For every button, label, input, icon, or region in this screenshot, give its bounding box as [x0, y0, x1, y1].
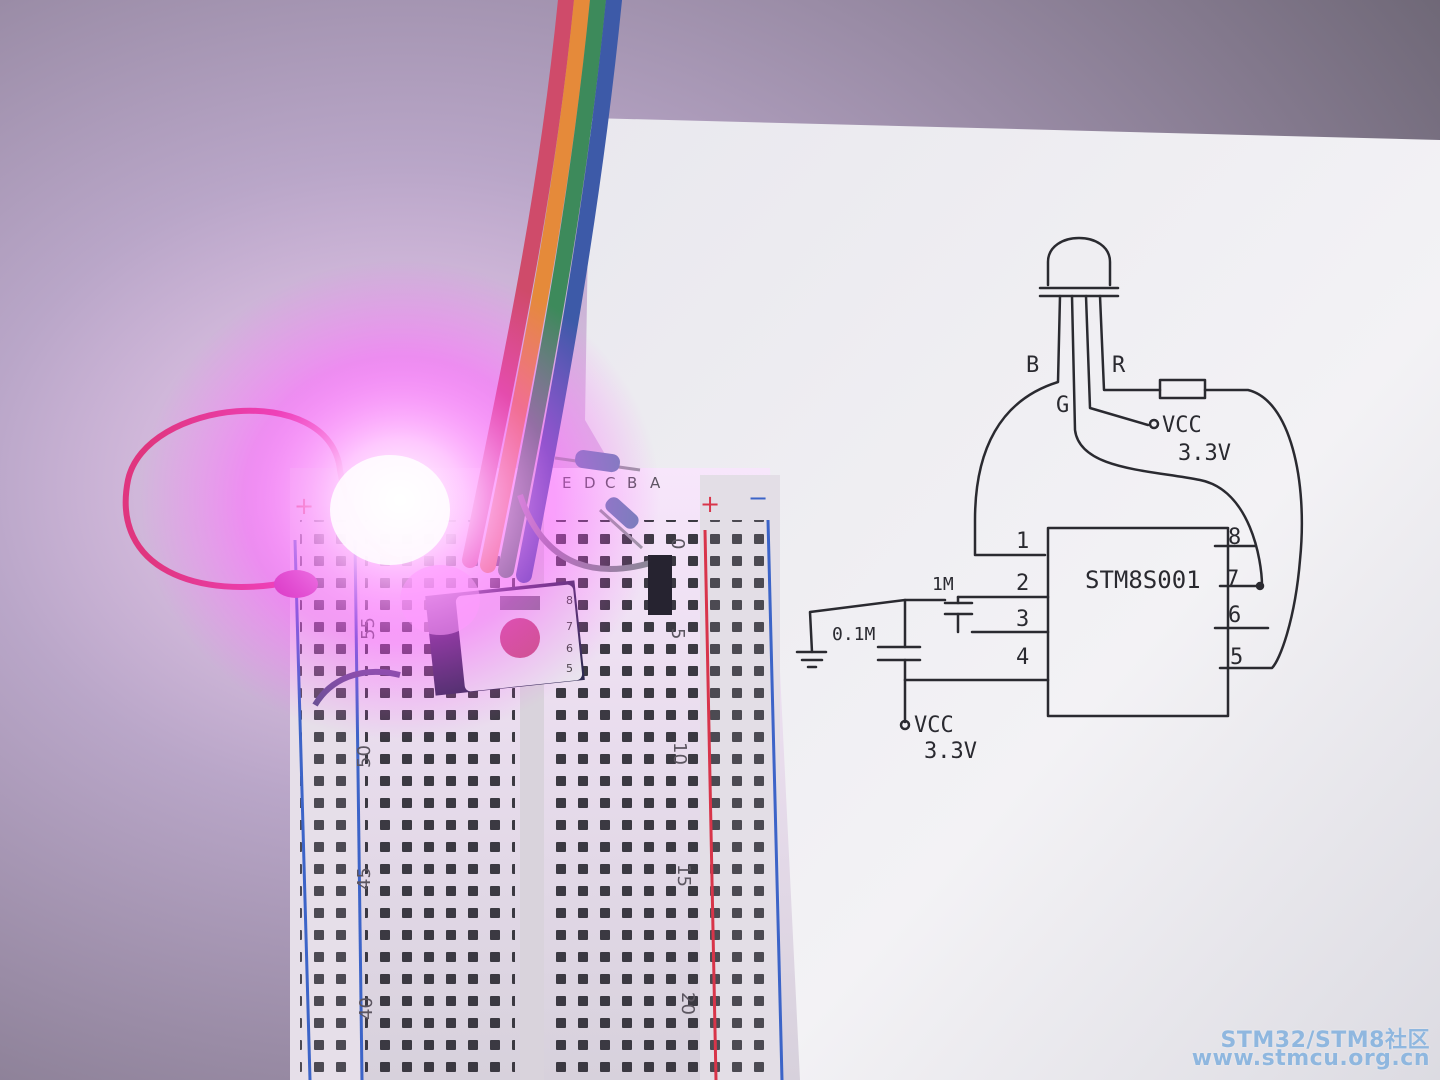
bb-row-50: 50 [354, 745, 375, 768]
bb-rail-plus-right: + [700, 490, 720, 518]
header-connector [648, 555, 672, 615]
vcc-bottom-value: 3.3V [924, 739, 977, 764]
led-pin-r-label: R [1112, 353, 1126, 378]
bb-row-20: 20 [677, 992, 698, 1015]
pin-2-label: 2 [1016, 571, 1029, 596]
paper-sheet [585, 118, 1440, 1080]
bb-row-45: 45 [354, 867, 375, 890]
pin-5-label: 5 [1230, 645, 1243, 670]
bb-row-40: 40 [356, 997, 377, 1020]
led-dome [1046, 236, 1112, 287]
vcc-top-label: VCC [1162, 413, 1202, 438]
led-core [330, 455, 450, 565]
cap-large-label: 0.1M [832, 624, 876, 645]
chip-body [1046, 526, 1230, 718]
bb-rail-minus-right: − [748, 484, 768, 512]
pin-4-label: 4 [1016, 645, 1029, 670]
vcc-top-value: 3.3V [1178, 441, 1231, 466]
pin-8-label: 8 [1228, 525, 1241, 550]
watermark-url: www.stmcu.org.cn [1191, 1046, 1430, 1071]
bb-row-0: 0 [667, 538, 688, 549]
vcc-bottom-label: VCC [914, 713, 954, 738]
bb-row-15: 15 [673, 864, 694, 887]
bb-row-10: 10 [669, 742, 690, 765]
schematic [795, 236, 1304, 731]
schematic-labels: B G R VCC 3.3V STM8S001 1 2 3 4 8 7 6 5 … [832, 353, 1243, 764]
watermark-title: STM32/STM8社区 [1220, 1028, 1430, 1053]
chip-label: STM8S001 [1085, 566, 1201, 594]
pin-7-label: 7 [1226, 567, 1239, 592]
bb-row-5: 5 [667, 628, 688, 639]
led-pin-g-label: G [1056, 393, 1069, 418]
pin-3-label: 3 [1016, 607, 1029, 632]
pin-1-label: 1 [1016, 529, 1029, 554]
led-pin-b-label: B [1026, 353, 1039, 378]
pin-6-label: 6 [1228, 603, 1241, 628]
cap-small-label: 1M [932, 574, 954, 595]
